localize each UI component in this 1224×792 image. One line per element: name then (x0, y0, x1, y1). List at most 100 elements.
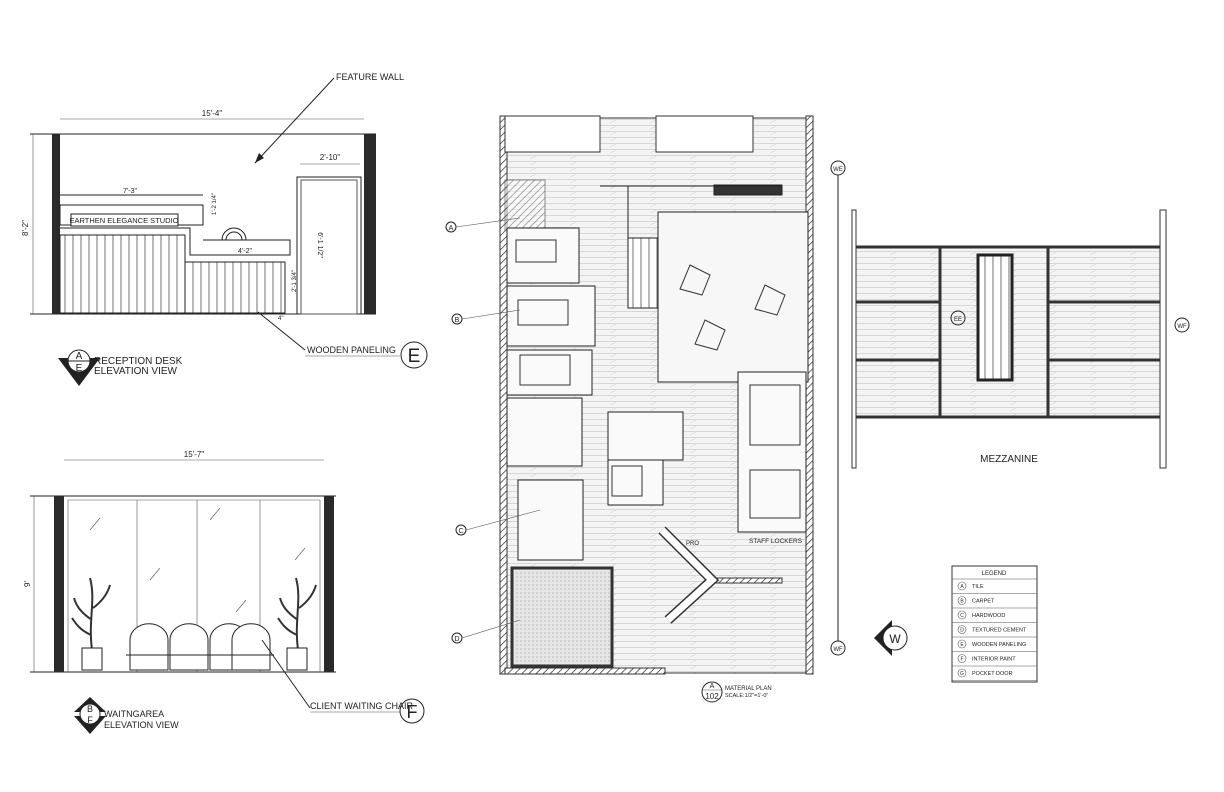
legend-item: E WOODEN PANELING (952, 639, 1037, 652)
waiting-chairs (126, 623, 274, 671)
waiting-height-text: 9' (23, 581, 32, 587)
legend-label: POCKET DOOR (972, 671, 1013, 677)
material-tag-b: B (451, 309, 521, 325)
orientation-marker: W (874, 620, 908, 656)
legend-tag-circle (957, 625, 967, 634)
waiting-width-text: 15'-7" (184, 450, 205, 459)
section-marker-bf: B F (74, 697, 106, 734)
legend-item: G POCKET DOOR (952, 668, 1037, 681)
mezzanine-label: MEZZANINE (980, 454, 1038, 465)
legend-tag: C (960, 613, 964, 619)
section-marker-ae: A E (58, 349, 100, 386)
marker-bottom: E (76, 363, 83, 374)
desk-rise-dim: 1'-2 1/4" (212, 193, 218, 215)
legend-tag: E (960, 642, 964, 648)
legend-tag-circle (957, 596, 967, 605)
tag-text: A (449, 225, 454, 232)
workstations (515, 239, 801, 519)
tag-text: C (458, 528, 463, 535)
plan-title-block: A 102 MATERIAL PLAN SCALE:1/2"=1'-0" (701, 681, 772, 703)
title-letter: A (710, 683, 715, 690)
reception-desk-elevation: 8'-2" 15'-4" FEATURE WALL 7'-3" EARTHEN … (21, 72, 428, 386)
mezzanine-stair (976, 253, 1014, 382)
legend-item: C HARDWOOD (952, 610, 1037, 623)
tag-text: D (454, 636, 459, 643)
waiting-area-elevation: 15'-7" 9' CLIENT WAITING CHAIR F B F WAI (23, 450, 425, 734)
desk-lamp-arch (221, 227, 247, 241)
orientation-label: W (889, 632, 901, 646)
view-marker-text: WE (833, 167, 843, 173)
waiting-title-2: ELEVATION VIEW (104, 720, 179, 730)
legend-tag: B (960, 599, 964, 605)
studio-sign (70, 213, 179, 227)
legend-item: D TEXTURED CEMENT (952, 625, 1037, 638)
legend-label: TILE (972, 584, 984, 590)
door (296, 176, 362, 315)
door-height-dim: 6'-1 1/2" (316, 232, 323, 258)
legend-label: TEXTURED CEMENT (972, 628, 1027, 634)
counter-dim-text: 4'-2" (238, 248, 252, 255)
legend-label: CARPET (972, 599, 995, 605)
material-tag-d: D (451, 619, 521, 644)
wall-left (52, 134, 60, 314)
height-dim-text: 8'-2" (21, 220, 30, 236)
door-width-dim: 2'-10" (320, 153, 341, 162)
marker-top: A (76, 351, 83, 362)
legend-label: INTERIOR PAINT (972, 657, 1016, 663)
staff-lockers-label: STAFF LOCKERS (749, 538, 803, 545)
reception-title-2: ELEVATION VIEW (94, 366, 178, 377)
interior-walls (504, 179, 809, 561)
legend-tag-circle (957, 610, 967, 620)
mezzanine-plan: EE WF MEZZANINE (851, 209, 1190, 469)
legend-tag-circle (957, 639, 967, 649)
width-dim-text: 15'-4" (202, 109, 223, 118)
tag-e-text: E (408, 346, 421, 367)
reception-title-1: RECEPTION DESK (94, 356, 183, 367)
legend-item: B CARPET (952, 596, 1037, 609)
base-dim: 4" (278, 316, 283, 322)
feature-wall-label: FEATURE WALL (336, 72, 404, 82)
legend-tag: A (960, 584, 964, 590)
mezzanine-marker-text: EE (954, 317, 962, 323)
legend-title: LEGEND (982, 571, 1007, 577)
plant-left (71, 577, 111, 671)
title-number: 102 (705, 692, 719, 701)
marker-top: B (87, 704, 93, 714)
tag-f-text: F (407, 702, 418, 722)
legend-tag-circle (957, 668, 967, 678)
legend-tag: G (960, 671, 964, 677)
legend-tag-circle (957, 654, 967, 663)
legend-tag: F (960, 657, 963, 663)
wall-right (364, 134, 376, 314)
tag-text: B (455, 317, 460, 324)
mezzanine-view-marker (950, 310, 966, 326)
client-chair-label: CLIENT WAITING CHAIR (310, 701, 414, 711)
marker-bottom: F (87, 715, 93, 725)
legend-item: F INTERIOR PAINT (952, 654, 1037, 667)
legend-tag-circle (957, 581, 967, 591)
textured-cement-room (510, 566, 614, 668)
legend-label: HARDWOOD (972, 613, 1005, 619)
wooden-paneling-label: WOODEN PANELING (307, 345, 396, 355)
material-tag-c: C (455, 509, 541, 536)
pantry-label: PRO (686, 541, 699, 547)
wooden-panel-high (59, 234, 186, 314)
plan-title: MATERIAL PLAN (725, 686, 772, 692)
legend-label: WOODEN PANELING (972, 642, 1026, 648)
legend-tag: D (960, 628, 964, 634)
feature-wall-leader (254, 77, 335, 164)
tag-circle-e (400, 341, 428, 369)
wooden-panel-low (184, 261, 286, 314)
desk-dim-text: 7'-3" (123, 188, 137, 195)
view-marker-text: WF (833, 647, 843, 653)
legend: LEGEND A TILE B CARPET C HARDWOOD D TEXTURED CE… (951, 565, 1038, 683)
waiting-title-1: WAITNGAREA (104, 709, 164, 719)
studio-sign-text: EARTHEN ELEGANCE STUDIO (69, 216, 178, 225)
legend-item: A TILE (952, 581, 1037, 594)
mezzanine-marker-right-text: WF (1177, 324, 1187, 330)
material-floor-plan: PRO STAFF LOCKERS A B C D WE WF A 102 MA… (445, 115, 846, 703)
plant-right (277, 577, 317, 671)
plan-scale: SCALE:1/2"=1'-0" (725, 693, 768, 699)
counter-h-dim: 2'-1 3/4" (292, 270, 298, 292)
